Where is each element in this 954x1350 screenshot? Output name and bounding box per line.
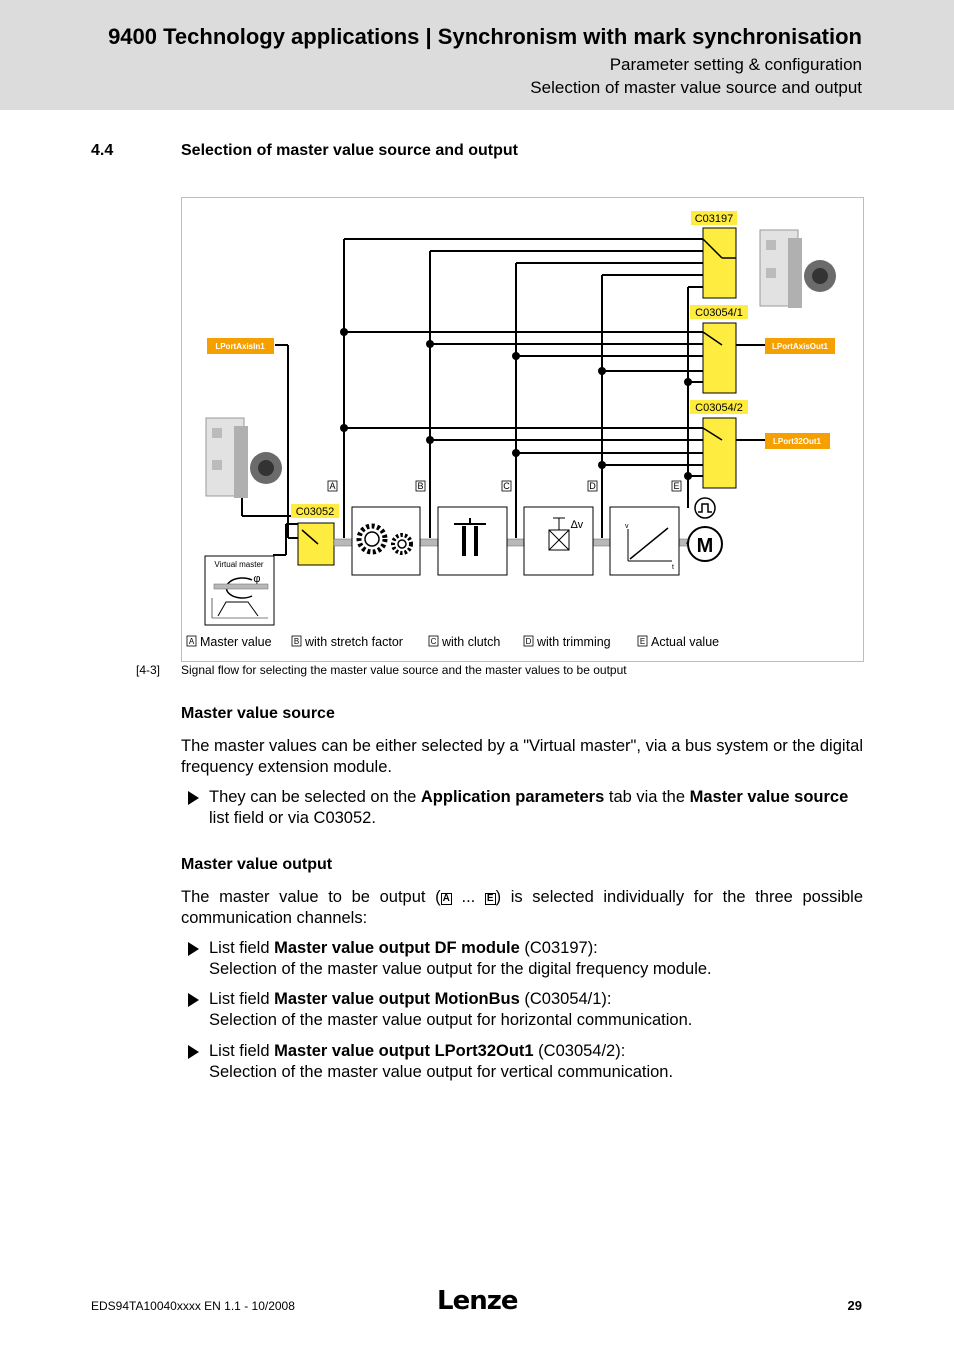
master-value-output-paragraph: The master value to be output (A ... E) … bbox=[181, 888, 864, 927]
virtual-master-label: Virtual master bbox=[214, 560, 264, 569]
bullet-arrow-icon bbox=[188, 993, 199, 1007]
code-c03054-1: C03054/1 bbox=[695, 307, 743, 319]
lenze-logo: Lenze bbox=[437, 1286, 518, 1316]
legend-master-value: Master value bbox=[200, 635, 272, 649]
delta-v-label: ∆v bbox=[571, 519, 584, 531]
switch-c03052: C03052 bbox=[291, 504, 339, 566]
figure-number: [4-3] bbox=[136, 663, 161, 677]
figure-legend: A Master value B with stretch factor C w… bbox=[186, 635, 719, 649]
svg-text:D: D bbox=[589, 481, 596, 491]
signal-flow-figure: C03197 C03054/1 C03054/2 C03052 LPortAx bbox=[181, 197, 864, 662]
legend-trimming: with trimming bbox=[536, 635, 611, 649]
page-number: 29 bbox=[847, 1298, 862, 1313]
svg-text:M: M bbox=[697, 535, 714, 557]
header-subtitle-1: Parameter setting & configuration bbox=[609, 55, 862, 74]
block-ramp: v t bbox=[609, 506, 680, 576]
block-stretch-gears bbox=[351, 506, 421, 576]
page-header: 9400 Technology applications | Synchroni… bbox=[0, 0, 954, 110]
block-clutch bbox=[437, 506, 508, 576]
svg-text:E: E bbox=[640, 637, 645, 646]
motor-icon: M bbox=[686, 526, 723, 562]
svg-text:LPort32Out1: LPort32Out1 bbox=[773, 437, 822, 446]
svg-text:B: B bbox=[294, 637, 299, 646]
switch-c03054-2: C03054/2 bbox=[690, 400, 748, 489]
svg-text:v: v bbox=[625, 523, 629, 530]
svg-text:LPortAxisIn1: LPortAxisIn1 bbox=[215, 342, 265, 351]
marker-e: E bbox=[671, 480, 682, 492]
svg-text:C: C bbox=[431, 637, 437, 646]
section-number: 4.4 bbox=[91, 142, 114, 159]
port-lportaxisout1: LPortAxisOut1 bbox=[765, 338, 835, 354]
svg-text:E: E bbox=[673, 481, 679, 491]
signal-flow-diagram: C03197 C03054/1 C03054/2 C03052 LPortAx bbox=[186, 211, 836, 649]
master-value-source-heading: Master value source bbox=[181, 705, 335, 722]
master-value-source-paragraph: The master values can be either selected… bbox=[181, 737, 863, 776]
figure-caption: Signal flow for selecting the master val… bbox=[181, 663, 627, 677]
svg-text:D: D bbox=[526, 637, 532, 646]
code-c03197: C03197 bbox=[695, 213, 734, 225]
svg-text:LPortAxisOut1: LPortAxisOut1 bbox=[772, 342, 829, 351]
bullet-arrow-icon bbox=[188, 791, 199, 805]
header-title: 9400 Technology applications | Synchroni… bbox=[108, 24, 862, 49]
virtual-master-box: Virtual master φ bbox=[204, 555, 275, 626]
marker-d: D bbox=[587, 480, 598, 492]
switch-c03197: C03197 bbox=[691, 211, 737, 299]
svg-text:φ: φ bbox=[253, 573, 260, 585]
block-trimming: ∆v bbox=[523, 506, 594, 576]
code-c03054-2: C03054/2 bbox=[695, 402, 743, 414]
svg-text:C: C bbox=[503, 481, 510, 491]
bullet-arrow-icon bbox=[188, 942, 199, 956]
marker-a: A bbox=[327, 480, 338, 492]
drive-device-top bbox=[759, 229, 836, 308]
footer-doc-id: EDS94TA10040xxxx EN 1.1 - 10/2008 bbox=[91, 1299, 295, 1313]
section-title: Selection of master value source and out… bbox=[181, 142, 518, 159]
encoder-icon bbox=[694, 497, 716, 519]
switch-c03054-1: C03054/1 bbox=[690, 305, 748, 394]
marker-b: B bbox=[415, 480, 426, 492]
header-subtitle-2: Selection of master value source and out… bbox=[530, 78, 862, 97]
code-c03052: C03052 bbox=[296, 506, 335, 518]
port-lportaxisin1: LPortAxisIn1 bbox=[207, 338, 274, 354]
svg-text:B: B bbox=[417, 481, 423, 491]
column-markers: A B C D E bbox=[327, 480, 682, 492]
master-value-output-heading: Master value output bbox=[181, 856, 333, 873]
svg-text:A: A bbox=[189, 637, 195, 646]
drive-device-left bbox=[205, 417, 282, 498]
legend-clutch: with clutch bbox=[441, 635, 500, 649]
bullet-arrow-icon bbox=[188, 1045, 199, 1059]
junction-dots bbox=[340, 328, 692, 480]
svg-text:t: t bbox=[672, 564, 674, 571]
port-lport32out1: LPort32Out1 bbox=[765, 433, 830, 449]
legend-stretch-factor: with stretch factor bbox=[304, 635, 403, 649]
svg-text:A: A bbox=[329, 481, 335, 491]
legend-actual-value: Actual value bbox=[651, 635, 719, 649]
bus-lines bbox=[241, 238, 766, 556]
marker-c: C bbox=[501, 480, 512, 492]
